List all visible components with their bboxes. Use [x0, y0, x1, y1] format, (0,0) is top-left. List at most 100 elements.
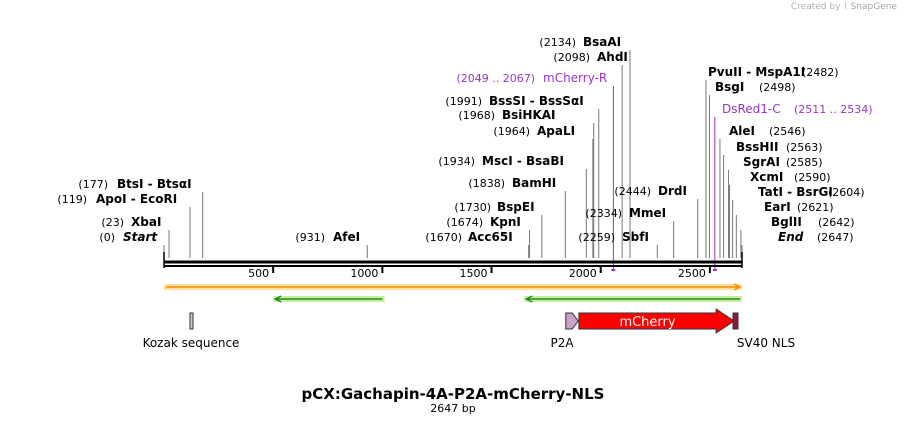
site-label: (1934) MscI - BsaBI: [438, 154, 564, 168]
site-name: BtsI - BtsαI: [117, 177, 192, 191]
site-label: (2498) BsgI: [715, 80, 796, 94]
site-position: (2590): [794, 171, 831, 184]
site-label: (2563) BssHII: [736, 140, 823, 154]
site-position: (2563): [786, 141, 823, 154]
site-position: (23): [101, 216, 124, 229]
feature-label: mCherry: [619, 315, 675, 330]
site-name: BsaAI: [583, 35, 621, 49]
site-name: Start: [123, 230, 158, 244]
site-label: (2482)PvuII - MspA1I: [708, 65, 839, 79]
site-position: (2098): [553, 51, 590, 64]
site-label: (119) ApoI - EcoRI: [57, 192, 177, 206]
snapgene-logo-icon: ⌇: [843, 2, 848, 12]
site-name: ApoI - EcoRI: [96, 192, 177, 206]
site-position: (1991): [445, 95, 482, 108]
site-name: XcmI: [750, 170, 783, 184]
site-position: (931): [295, 231, 325, 244]
site-position: (2511 .. 2534): [794, 103, 873, 116]
site-label: (0) Start: [99, 230, 158, 244]
site-label: (1730) BspEI: [454, 200, 534, 214]
site-position: (1838): [468, 177, 505, 190]
scale-tick-label: 2000: [569, 267, 597, 280]
site-name: AleI: [729, 124, 755, 138]
site-name: EarI: [764, 200, 791, 214]
feature-label: SV40 NLS: [737, 336, 795, 350]
feature-box: [189, 312, 194, 330]
site-name: SbfI: [622, 230, 649, 244]
site-name: KpnI: [490, 215, 521, 229]
site-name: MmeI: [629, 206, 666, 220]
site-position: (2134): [539, 36, 576, 49]
site-name: Acc65I: [468, 230, 513, 244]
orf-arrowhead: [733, 283, 742, 291]
site-position: (119): [57, 193, 87, 206]
site-name: mCherry-R: [543, 71, 607, 85]
site-label: (2134) BsaAI: [539, 35, 621, 49]
sequence-axis: [163, 252, 743, 268]
site-label: (2098) AhdI: [553, 50, 627, 64]
site-label: (2621) EarI: [764, 200, 834, 214]
snapgene-credit: Created by ⌇ SnapGene: [791, 2, 897, 12]
orf-arrowhead: [273, 295, 282, 303]
site-position: (2334): [585, 207, 622, 220]
site-position: (2647): [817, 231, 854, 244]
site-name: XbaI: [131, 215, 161, 229]
site-name: PvuII - MspA1I: [708, 65, 805, 79]
site-position: (2259): [578, 231, 615, 244]
site-label: (1670) Acc65I: [425, 230, 512, 244]
plasmid-length: 2647 bp: [430, 402, 475, 415]
site-name: MscI - BsaBI: [482, 154, 564, 168]
site-name: BglII: [771, 215, 802, 229]
site-name: ApaLI: [537, 124, 575, 138]
site-name: BsiHKAI: [502, 108, 556, 122]
credit-brand: SnapGene: [850, 2, 897, 12]
feature-label: Kozak sequence: [143, 336, 240, 350]
site-position: (2482): [802, 66, 839, 79]
site-position: (0): [99, 231, 115, 244]
site-name: BssSI - BssSαI: [489, 94, 584, 108]
site-label: (2647) End: [778, 230, 854, 244]
site-name: BsgI: [715, 80, 744, 94]
feature-arrow: [578, 308, 736, 334]
site-label: (2511 .. 2534)DsRed1-C: [722, 102, 873, 116]
site-position: (1934): [438, 155, 475, 168]
scale-tick-label: 1500: [460, 267, 488, 280]
site-position: (2621): [797, 201, 834, 214]
site-position: (2642): [818, 216, 855, 229]
site-label: (2259) SbfI: [578, 230, 649, 244]
site-name: End: [778, 230, 804, 244]
site-leaders: [163, 50, 743, 271]
site-label: (1968) BsiHKAI: [458, 108, 555, 122]
site-position: (2546): [769, 125, 806, 138]
site-position: (1670): [425, 231, 462, 244]
site-name: AhdI: [597, 50, 628, 64]
site-label: (177) BtsI - BtsαI: [78, 177, 191, 191]
site-label: (2444) DrdI: [614, 184, 687, 198]
site-position: (1964): [493, 125, 530, 138]
site-name: BamHI: [512, 176, 556, 190]
site-position: (2444): [614, 185, 651, 198]
site-position: (1968): [458, 109, 495, 122]
site-label: (23) XbaI: [101, 215, 161, 229]
site-name: SgrAI: [743, 155, 780, 169]
feature-arrow: [565, 312, 579, 330]
site-label: (2334) MmeI: [585, 206, 666, 220]
site-name: DrdI: [658, 184, 687, 198]
site-position: (1730): [454, 201, 491, 214]
site-position: (177): [78, 178, 108, 191]
site-name: BspEI: [497, 200, 535, 214]
site-label: (2604)TatI - BsrGI: [758, 185, 865, 199]
site-position: (2585): [786, 156, 823, 169]
site-label: (1674)KpnI: [446, 215, 520, 229]
site-position: (2604): [828, 186, 865, 199]
site-label: (2642) BglII: [771, 215, 855, 229]
site-label: (2590) XcmI: [750, 170, 831, 184]
scale-tick-label: 1000: [350, 267, 378, 280]
feature-label: P2A: [550, 336, 574, 350]
site-label: (1964) ApaLI: [493, 124, 575, 138]
site-name: BssHII: [736, 140, 778, 154]
site-labels: (0) Start(23) XbaI (119) ApoI - EcoRI(177) Bt…: [57, 35, 872, 244]
site-position: (2498): [759, 81, 796, 94]
